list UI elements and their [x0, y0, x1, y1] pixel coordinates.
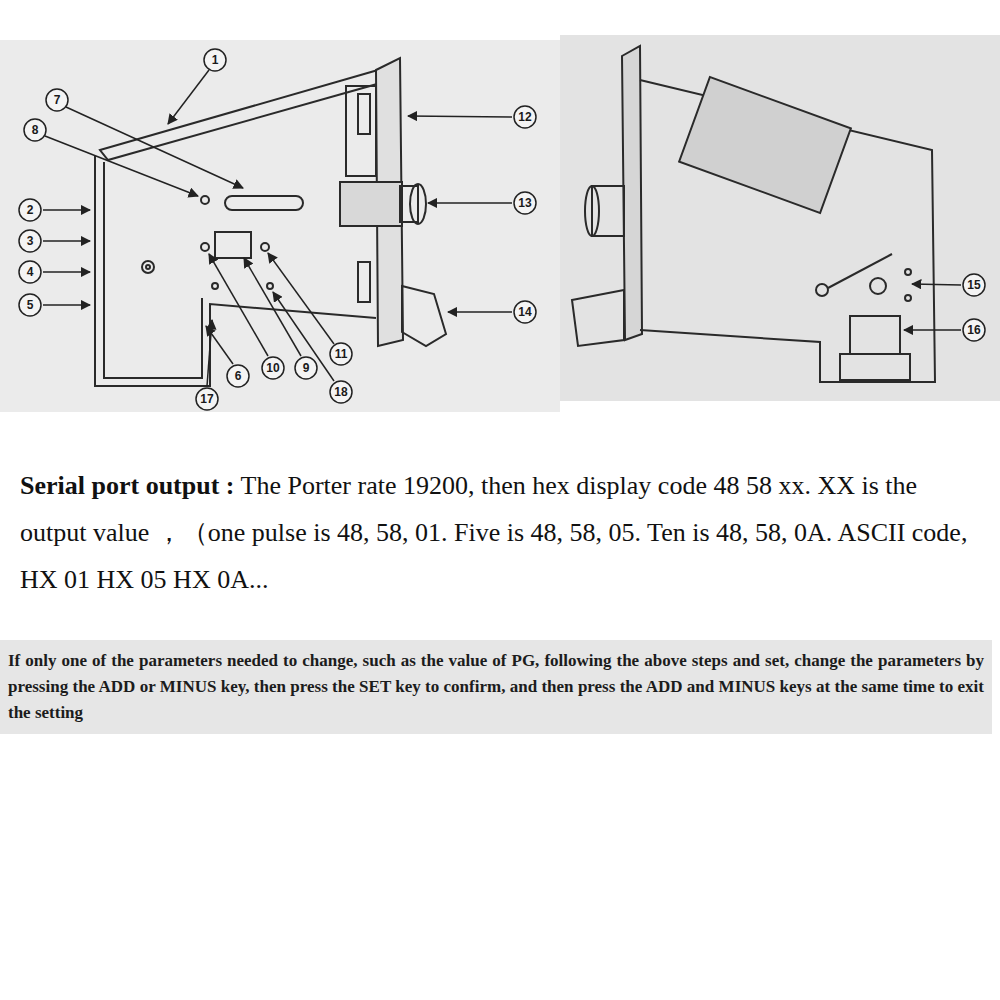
left-device	[95, 58, 446, 386]
callout-number: 17	[192, 389, 222, 409]
callout-number: 12	[510, 107, 540, 127]
right-device	[572, 46, 935, 382]
callout-number: 6	[223, 366, 253, 386]
callout-number: 14	[510, 302, 540, 322]
callout-number: 2	[15, 200, 45, 220]
leader-lines	[43, 70, 961, 386]
callout-number: 10	[258, 358, 288, 378]
callout-number: 11	[326, 344, 356, 364]
callout-number: 15	[959, 275, 989, 295]
callout-number: 3	[15, 231, 45, 251]
callout-number: 16	[959, 320, 989, 340]
callout-circles	[19, 49, 985, 410]
callout-number: 7	[42, 90, 72, 110]
callout-number: 1	[200, 50, 230, 70]
scan-panel	[560, 35, 1000, 401]
callout-number: 18	[326, 382, 356, 402]
scan-band	[0, 640, 992, 734]
section-heading: Serial port output :	[20, 471, 235, 500]
scan-panel	[0, 40, 560, 412]
serial-output-paragraph: Serial port output : The Porter rate 192…	[20, 462, 982, 603]
settings-paragraph: If only one of the parameters needed to …	[8, 648, 984, 726]
callout-number: 9	[291, 358, 321, 378]
callout-number: 4	[15, 262, 45, 282]
callout-number: 8	[20, 120, 50, 140]
instruction-text: If only one of the parameters needed to …	[8, 651, 984, 722]
callout-number: 13	[510, 193, 540, 213]
callout-number: 5	[15, 295, 45, 315]
